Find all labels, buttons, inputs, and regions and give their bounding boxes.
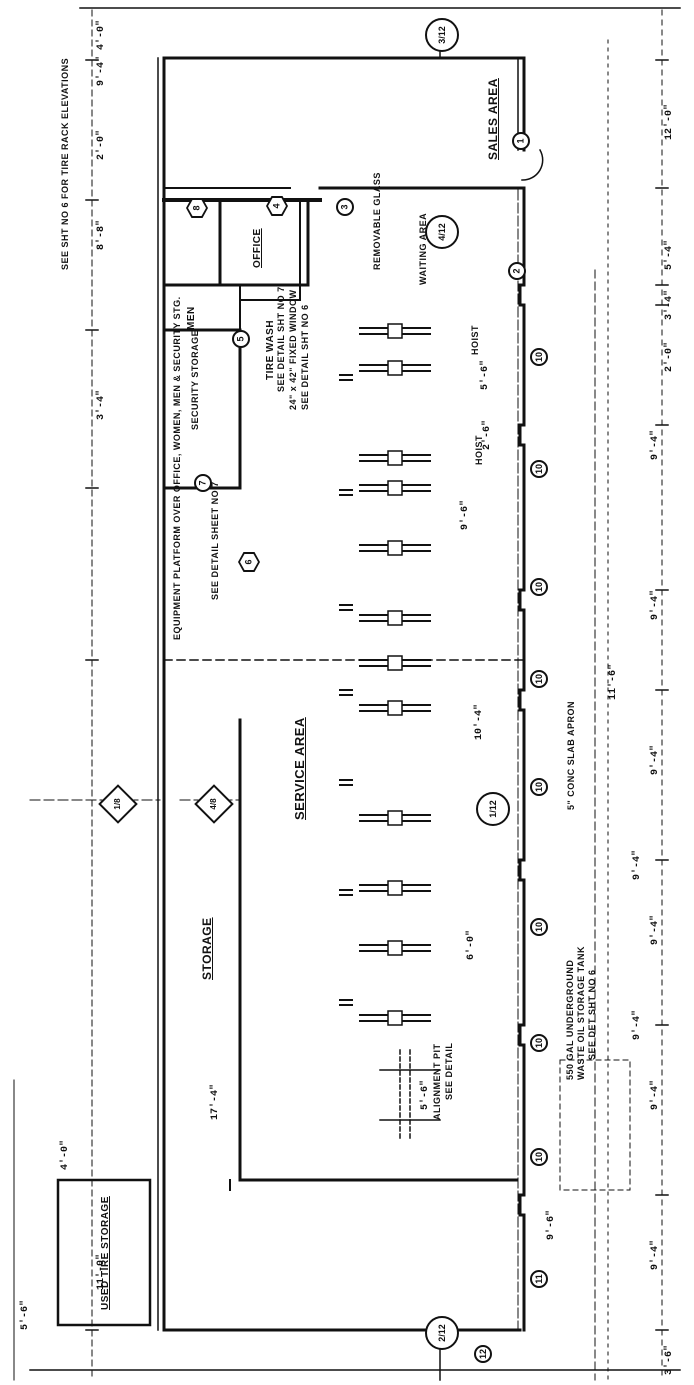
window-tag-11: 11 bbox=[530, 1270, 548, 1288]
door-tag-5: 5 bbox=[232, 330, 250, 348]
alignment-pit-label: ALIGNMENT PIT bbox=[432, 1043, 442, 1121]
door-tag-2: 2 bbox=[508, 262, 526, 280]
section-mark-bay: 1/12 bbox=[476, 792, 510, 826]
hoist-group bbox=[359, 327, 431, 1022]
window-tag-8: 10 bbox=[530, 1148, 548, 1166]
window-tag-1: 10 bbox=[530, 348, 548, 366]
dim-right-7: 9'-4" bbox=[650, 589, 661, 620]
dim-left-9: 4'-0" bbox=[96, 19, 107, 50]
window-tag-7: 10 bbox=[530, 1034, 548, 1052]
hoist-heads bbox=[387, 323, 403, 1026]
sales-area-label: SALES AREA bbox=[486, 78, 500, 160]
equipment-platform-note: EQUIPMENT PLATFORM OVER OFFICE, WOMEN, M… bbox=[172, 296, 182, 640]
dim-interior-2: 2'-6" bbox=[482, 419, 493, 450]
elevation-note: SEE SHT NO 6 FOR TIRE RACK ELEVATIONS bbox=[60, 57, 70, 270]
dim-interior-1: 5'-6" bbox=[480, 359, 491, 390]
window-tag-12: 12 bbox=[474, 1345, 492, 1363]
door-tag-1: 1 bbox=[512, 132, 530, 150]
tank-note-2: WASTE OIL STORAGE TANK bbox=[576, 945, 586, 1080]
dim-right-4: 2'-0" bbox=[664, 341, 675, 372]
dim-left-4: 17'-4" bbox=[210, 1083, 221, 1120]
dim-interior-7: 9'-6" bbox=[546, 1209, 557, 1240]
storage-label: STORAGE bbox=[200, 917, 214, 980]
dim-interior-4: 9'-6" bbox=[460, 499, 471, 530]
dim-right-8: 9'-4" bbox=[650, 744, 661, 775]
post-marks bbox=[339, 374, 353, 1006]
tire-wash-window-note: 24" x 42" FIXED WINDOW bbox=[288, 289, 298, 410]
alignment-detail-note: SEE DETAIL bbox=[444, 1042, 454, 1100]
equipment-detail-note: SEE DETAIL SHEET NO 7 bbox=[210, 481, 220, 600]
window-tag-4: 10 bbox=[530, 670, 548, 688]
tire-wash-detail-note-2: SEE DETAIL SHT NO 6 bbox=[300, 304, 310, 410]
dim-right-9: 9'-4" bbox=[650, 914, 661, 945]
dim-left-8: 9'-4" bbox=[96, 55, 107, 86]
door-tag-3: 3 bbox=[336, 198, 354, 216]
removable-glass-note: REMOVABLE GLASS bbox=[372, 172, 382, 270]
dim-left-1: 5'-6" bbox=[20, 1299, 31, 1330]
dim-left-2: 4'-0" bbox=[60, 1139, 71, 1170]
sales-door-swing bbox=[521, 148, 544, 181]
dim-right-14: 3'-6" bbox=[664, 1344, 675, 1375]
right-wall-bays bbox=[518, 188, 526, 1332]
dim-left-5: 3'-4" bbox=[96, 389, 107, 420]
tire-wash-label: TIRE WASH bbox=[265, 319, 276, 380]
tire-wash-detail-note: SEE DETAIL SHT NO 7 bbox=[276, 286, 286, 392]
service-area-label: SERVICE AREA bbox=[292, 717, 307, 820]
dim-right-10: 9'-4" bbox=[650, 1079, 661, 1110]
alignment-pit-lines bbox=[379, 1049, 441, 1141]
dim-interior-5: 10'-4" bbox=[474, 703, 485, 740]
men-label: MEN bbox=[186, 306, 197, 330]
door-tag-8: 8 bbox=[186, 198, 208, 218]
section-mark-office: 4/12 bbox=[425, 215, 459, 249]
right-dim-ticks bbox=[655, 59, 669, 1331]
dim-left-7: 2'-0" bbox=[96, 129, 107, 160]
dim-right-12: 9'-4" bbox=[632, 849, 643, 880]
dim-right-6: 9'-4" bbox=[650, 429, 661, 460]
tank-outline bbox=[559, 1059, 631, 1191]
dim-left-6: 8'-8" bbox=[96, 219, 107, 250]
door-tag-7: 7 bbox=[194, 474, 212, 492]
dim-right-13: 9'-4" bbox=[632, 1009, 643, 1040]
window-tag-3: 10 bbox=[530, 578, 548, 596]
section-mark-bottom: 2/12 bbox=[425, 1316, 459, 1350]
dim-right-11: 9'-4" bbox=[650, 1239, 661, 1270]
tank-note-1: 550 GAL UNDERGROUND bbox=[565, 959, 575, 1080]
dim-right-5: 11'-6" bbox=[608, 663, 619, 700]
dim-left-3: 11'-0" bbox=[96, 1253, 107, 1290]
tank-note-3: SEE DET SHT NO 6 bbox=[587, 969, 597, 1060]
window-tag-6: 10 bbox=[530, 918, 548, 936]
left-dim-ticks bbox=[85, 59, 99, 1331]
security-storage-label: SECURITY STORAGE bbox=[190, 329, 200, 430]
dim-interior-6: 6'-0" bbox=[466, 929, 477, 960]
window-tag-2: 10 bbox=[530, 460, 548, 478]
dim-right-2: 5'-4" bbox=[664, 239, 675, 270]
dim-interior-3: 5'-6" bbox=[420, 1079, 431, 1110]
window-tag-5: 10 bbox=[530, 778, 548, 796]
section-mark-top: 3/12 bbox=[425, 18, 459, 52]
apron-note: 5" CONC SLAB APRON bbox=[566, 701, 576, 810]
office-label: OFFICE bbox=[252, 228, 263, 268]
dim-right-1: 12'-0" bbox=[664, 103, 675, 140]
hoist-label-a: HOIST bbox=[470, 324, 480, 355]
dim-right-3: 3'-4" bbox=[664, 289, 675, 320]
door-tag-4: 4 bbox=[266, 196, 288, 216]
door-tag-6: 6 bbox=[238, 552, 260, 572]
